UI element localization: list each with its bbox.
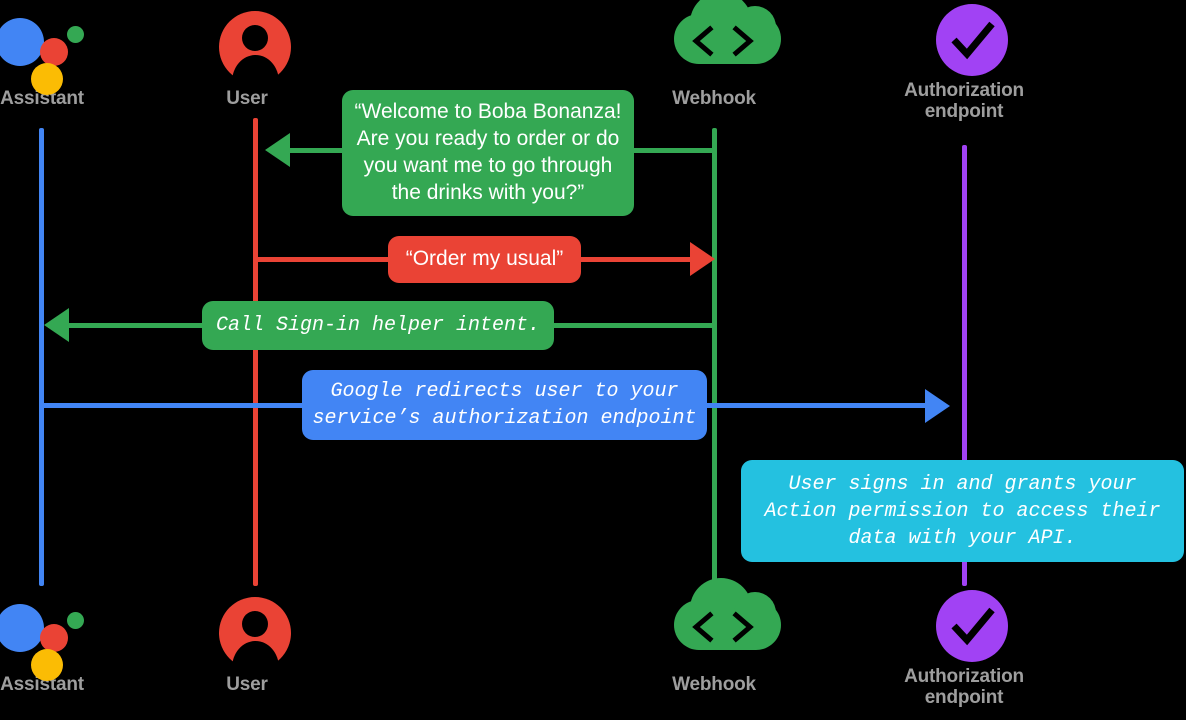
message-arrowhead-welcome — [265, 133, 290, 167]
checkmark-icon — [951, 607, 995, 646]
assistant-dot-red — [40, 38, 68, 66]
message-bubble-call-sign-in-helper: Call Sign-in helper intent. — [202, 301, 554, 350]
message-text-line: data with your API. — [848, 526, 1077, 550]
code-brackets-icon — [692, 611, 754, 643]
actor-label-authorization-line2: endpoint — [924, 101, 1004, 123]
checkmark-icon — [951, 21, 995, 60]
user-avatar-icon — [157, 592, 337, 674]
lifeline-user — [253, 118, 258, 586]
actor-label-webhook: Webhook — [672, 674, 756, 695]
auth-badge-circle — [936, 590, 1008, 662]
actor-authorization-top[interactable]: Authorization endpoint — [874, 2, 1054, 123]
message-arrowhead-order-my-usual — [690, 242, 715, 276]
message-arrowhead-call-sign-in-helper — [44, 308, 69, 342]
lifeline-assistant — [39, 128, 44, 586]
message-bubble-user-grants-permission: User signs in and grants your Action per… — [741, 460, 1184, 562]
assistant-dot-yellow — [31, 649, 63, 681]
google-assistant-icon — [0, 592, 132, 681]
message-text-line: Are you ready to order or do — [356, 127, 620, 151]
actor-label-user: User — [226, 88, 268, 109]
actor-label-assistant: Assistant — [0, 674, 84, 695]
actor-label-authorization-line1: Authorization — [904, 80, 1024, 101]
user-avatar-icon — [157, 6, 337, 88]
actor-authorization-bottom[interactable]: Authorization endpoint — [874, 588, 1054, 709]
message-text-line: “Welcome to Boba Bonanza! — [354, 100, 622, 124]
assistant-dot-green — [67, 612, 84, 629]
assistant-dot-blue — [0, 18, 44, 66]
message-text-line: you want me to go through — [363, 154, 613, 177]
cloud-code-icon — [624, 578, 804, 674]
message-arrowhead-google-redirect — [925, 389, 950, 423]
message-text-line: User signs in and grants your — [788, 472, 1137, 496]
assistant-dot-yellow — [31, 63, 63, 95]
auth-badge-circle — [936, 4, 1008, 76]
message-text-line: Google redirects user to your — [330, 380, 679, 403]
assistant-dot-red — [40, 624, 68, 652]
actor-label-authorization-line2: endpoint — [924, 687, 1004, 709]
actor-label-assistant: Assistant — [0, 88, 84, 109]
message-bubble-order-my-usual: “Order my usual” — [388, 236, 581, 283]
message-text-line: Call Sign-in helper intent. — [215, 314, 541, 337]
purple-check-icon — [874, 588, 1054, 666]
message-text-line: Action permission to access their — [764, 499, 1161, 523]
message-bubble-welcome: “Welcome to Boba Bonanza! Are you ready … — [342, 90, 634, 216]
actor-webhook-top[interactable]: Webhook — [624, 0, 804, 109]
google-assistant-icon — [0, 6, 132, 95]
assistant-dot-blue — [0, 604, 44, 652]
message-bubble-google-redirect: Google redirects user to your service’s … — [302, 370, 707, 440]
actor-assistant-bottom[interactable]: Assistant — [0, 592, 132, 695]
lifeline-authorization — [962, 145, 967, 586]
code-brackets-icon — [692, 25, 754, 57]
actor-assistant-top[interactable]: Assistant — [0, 6, 132, 109]
actor-label-user: User — [226, 674, 268, 695]
message-text-line: service’s authorization endpoint — [312, 407, 697, 430]
actor-user-top[interactable]: User — [157, 6, 337, 109]
lifeline-webhook — [712, 128, 717, 586]
assistant-dot-green — [67, 26, 84, 43]
message-text-line: the drinks with you?” — [391, 180, 585, 204]
actor-user-bottom[interactable]: User — [157, 592, 337, 695]
actor-label-authorization-line1: Authorization — [904, 666, 1024, 687]
actor-webhook-bottom[interactable]: Webhook — [624, 578, 804, 695]
cloud-code-icon — [624, 0, 804, 88]
message-text-line: “Order my usual” — [405, 247, 564, 271]
purple-check-icon — [874, 2, 1054, 80]
actor-label-webhook: Webhook — [672, 88, 756, 109]
user-avatar-head — [242, 611, 268, 637]
user-avatar-head — [242, 25, 268, 51]
